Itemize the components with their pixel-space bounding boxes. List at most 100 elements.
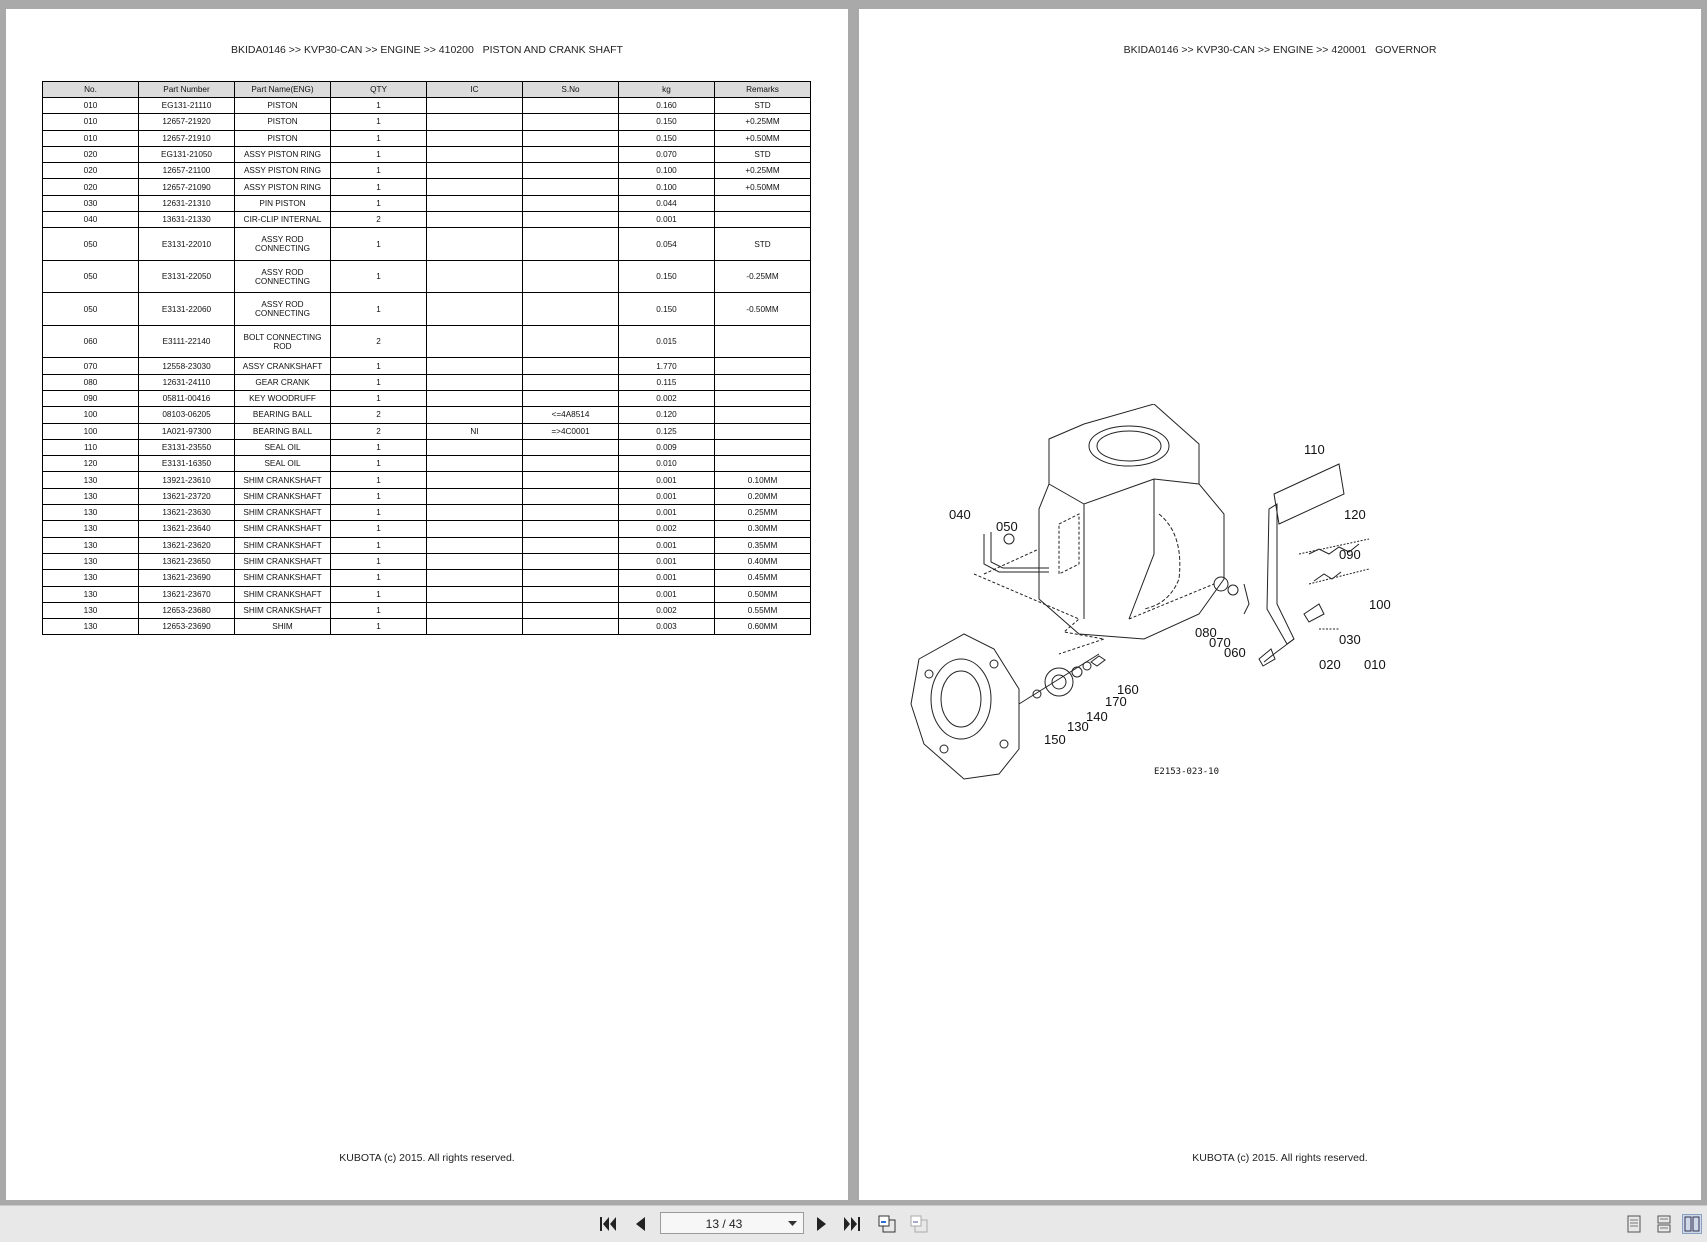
table-cell: 070	[42, 357, 139, 375]
table-cell: SHIM CRANKSHAFT	[234, 552, 331, 571]
table-cell: 2	[330, 324, 427, 359]
table-cell: SHIM CRANKSHAFT	[234, 536, 331, 554]
callout-030: 030	[1339, 632, 1361, 647]
callout-010: 010	[1364, 657, 1386, 672]
table-cell: 1.770	[618, 357, 715, 375]
table-cell: 0.160	[618, 96, 715, 115]
callout-160: 160	[1117, 682, 1139, 697]
table-cell: 130	[42, 601, 139, 620]
table-cell: SHIM CRANKSHAFT	[234, 585, 331, 603]
table-cell: 13621-23620	[138, 536, 235, 554]
table-cell	[426, 438, 523, 457]
page-indicator-select[interactable]: 13 / 43	[660, 1212, 804, 1234]
governor-lever	[1266, 503, 1295, 645]
table-cell	[522, 618, 619, 636]
table-cell	[522, 259, 619, 294]
table-cell	[522, 487, 619, 506]
diagram-code: E2153-023-10	[1154, 767, 1219, 777]
table-cell: 1	[330, 471, 427, 489]
table-cell: 0.100	[618, 162, 715, 180]
callout-140: 140	[1086, 709, 1108, 724]
callout-110: 110	[1304, 442, 1325, 457]
table-cell: STD	[714, 145, 811, 164]
table-cell: 1	[330, 536, 427, 554]
first-page-button[interactable]	[598, 1214, 618, 1234]
table-cell: 13621-23690	[138, 569, 235, 587]
table-cell: 060	[42, 324, 139, 359]
table-cell: SHIM CRANKSHAFT	[234, 569, 331, 587]
table-cell: 1	[330, 487, 427, 506]
table-cell: 1	[330, 389, 427, 408]
table-cell: 1	[330, 96, 427, 115]
table-cell: E3131-16350	[138, 455, 235, 473]
table-cell: 1	[330, 601, 427, 620]
table-cell	[522, 162, 619, 180]
table-cell	[714, 211, 811, 229]
table-cell: 0.60MM	[714, 618, 811, 636]
column-header: S.No	[522, 81, 619, 98]
table-cell: 020	[42, 145, 139, 164]
table-cell	[522, 227, 619, 261]
single-page-view-button[interactable]	[1624, 1214, 1644, 1234]
table-cell: +0.50MM	[714, 178, 811, 196]
table-cell: 010	[42, 129, 139, 147]
table-cell: 0.55MM	[714, 601, 811, 620]
left-page: BKIDA0146 >> KVP30-CAN >> ENGINE >> 4102…	[6, 9, 848, 1200]
table-cell: SEAL OIL	[234, 455, 331, 473]
table-cell: 0.070	[618, 145, 715, 164]
copy-page-button[interactable]	[877, 1214, 897, 1234]
two-page-view-button[interactable]	[1682, 1214, 1702, 1234]
paste-page-button[interactable]	[909, 1214, 929, 1234]
table-cell: =>4C0001	[522, 422, 619, 440]
table-cell	[426, 504, 523, 522]
callout-060: 060	[1224, 645, 1246, 660]
table-cell: 0.25MM	[714, 504, 811, 522]
table-cell	[426, 162, 523, 180]
table-cell: 100	[42, 422, 139, 440]
chevron-down-icon	[788, 1221, 797, 1226]
table-cell: 1	[330, 194, 427, 213]
table-cell: 13621-23650	[138, 552, 235, 571]
last-page-button[interactable]	[842, 1214, 862, 1234]
table-cell: 1	[330, 552, 427, 571]
table-cell: 0.10MM	[714, 471, 811, 489]
table-cell: 0.015	[618, 324, 715, 359]
table-cell: BEARING BALL	[234, 406, 331, 424]
callout-050: 050	[996, 519, 1018, 534]
table-cell: 0.001	[618, 487, 715, 506]
table-cell: 1	[330, 455, 427, 473]
table-cell: EG131-21110	[138, 96, 235, 115]
table-cell	[522, 552, 619, 571]
table-cell	[522, 194, 619, 213]
continuous-view-button[interactable]	[1654, 1214, 1674, 1234]
table-cell: E3131-22010	[138, 227, 235, 261]
table-cell	[714, 389, 811, 408]
table-cell: ASSY PISTON RING	[234, 178, 331, 196]
table-cell: SHIM CRANKSHAFT	[234, 471, 331, 489]
table-cell	[522, 178, 619, 196]
table-cell: STD	[714, 227, 811, 261]
prev-page-button[interactable]	[630, 1214, 650, 1234]
table-cell: 0.45MM	[714, 569, 811, 587]
table-cell: 130	[42, 569, 139, 587]
table-cell: 1	[330, 520, 427, 538]
table-cell: 130	[42, 471, 139, 489]
table-cell	[426, 259, 523, 294]
next-page-button[interactable]	[812, 1214, 832, 1234]
table-cell	[522, 211, 619, 229]
table-cell: 0.002	[618, 520, 715, 538]
table-cell: 12558-23030	[138, 357, 235, 375]
table-cell	[522, 471, 619, 489]
table-cell: 0.001	[618, 504, 715, 522]
callout-130: 130	[1067, 719, 1089, 734]
table-cell	[522, 455, 619, 473]
table-cell	[522, 585, 619, 603]
table-cell: 13631-21330	[138, 211, 235, 229]
